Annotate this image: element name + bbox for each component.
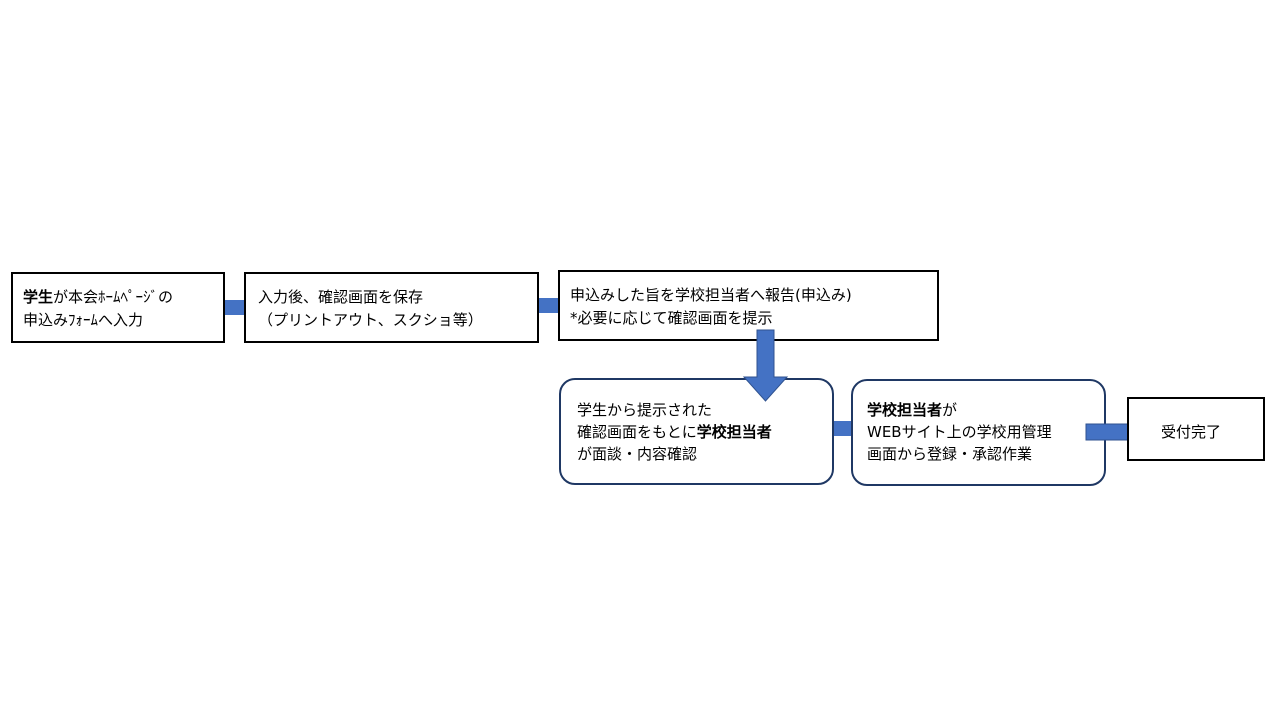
connector-2-3: [539, 298, 559, 313]
step-4-bold-subject: 学校担当者: [696, 423, 772, 441]
connector-4-5: [834, 421, 852, 436]
step-3-line-2: *必要に応じて確認画面を提示: [570, 309, 773, 327]
step-2-box: 入力後、確認画面を保存 （プリントアウト、スクショ等）: [244, 272, 539, 343]
step-4-line-1: 学生から提示された: [577, 401, 713, 419]
step-1-line-1: 学生が本会ﾎｰﾑﾍﾟｰｼﾞの: [23, 286, 223, 309]
step-6-box: 受付完了: [1127, 397, 1265, 461]
step-4-line-2: 確認画面をもとに学校担当者: [577, 421, 832, 443]
step-2-line-2: （プリントアウト、スクショ等）: [258, 311, 483, 329]
step-5-line-2: WEBサイト上の学校用管理: [867, 423, 1052, 441]
step-3-line-1: 申込みした旨を学校担当者へ報告(申込み): [570, 286, 852, 304]
step-5-box: 学校担当者が WEBサイト上の学校用管理 画面から登録・承認作業: [851, 379, 1106, 486]
step-1-bold-subject: 学生: [23, 288, 54, 306]
step-4-line-3: が面談・内容確認: [577, 445, 698, 463]
step-5-bold-subject: 学校担当者: [867, 401, 943, 419]
step-5-line-1: 学校担当者が: [867, 399, 1104, 421]
step-1-box: 学生が本会ﾎｰﾑﾍﾟｰｼﾞの 申込みﾌｫｰﾑへ入力: [11, 272, 225, 343]
down-arrow: [742, 329, 789, 402]
step-3-box: 申込みした旨を学校担当者へ報告(申込み) *必要に応じて確認画面を提示: [558, 270, 939, 341]
connector-1-2: [225, 300, 245, 315]
step-5-line-1-text: が: [942, 401, 958, 419]
step-2-line-1: 入力後、確認画面を保存: [258, 288, 424, 306]
step-4-line-2-text: 確認画面をもとに: [577, 423, 697, 441]
step-1-line-2: 申込みﾌｫｰﾑへ入力: [23, 311, 144, 329]
step-4-box: 学生から提示された 確認画面をもとに学校担当者 が面談・内容確認: [559, 378, 834, 485]
step-1-line-1-text: が本会ﾎｰﾑﾍﾟｰｼﾞの: [53, 288, 174, 306]
step-6-label: 受付完了: [1161, 423, 1222, 441]
step-5-line-3: 画面から登録・承認作業: [867, 445, 1033, 463]
